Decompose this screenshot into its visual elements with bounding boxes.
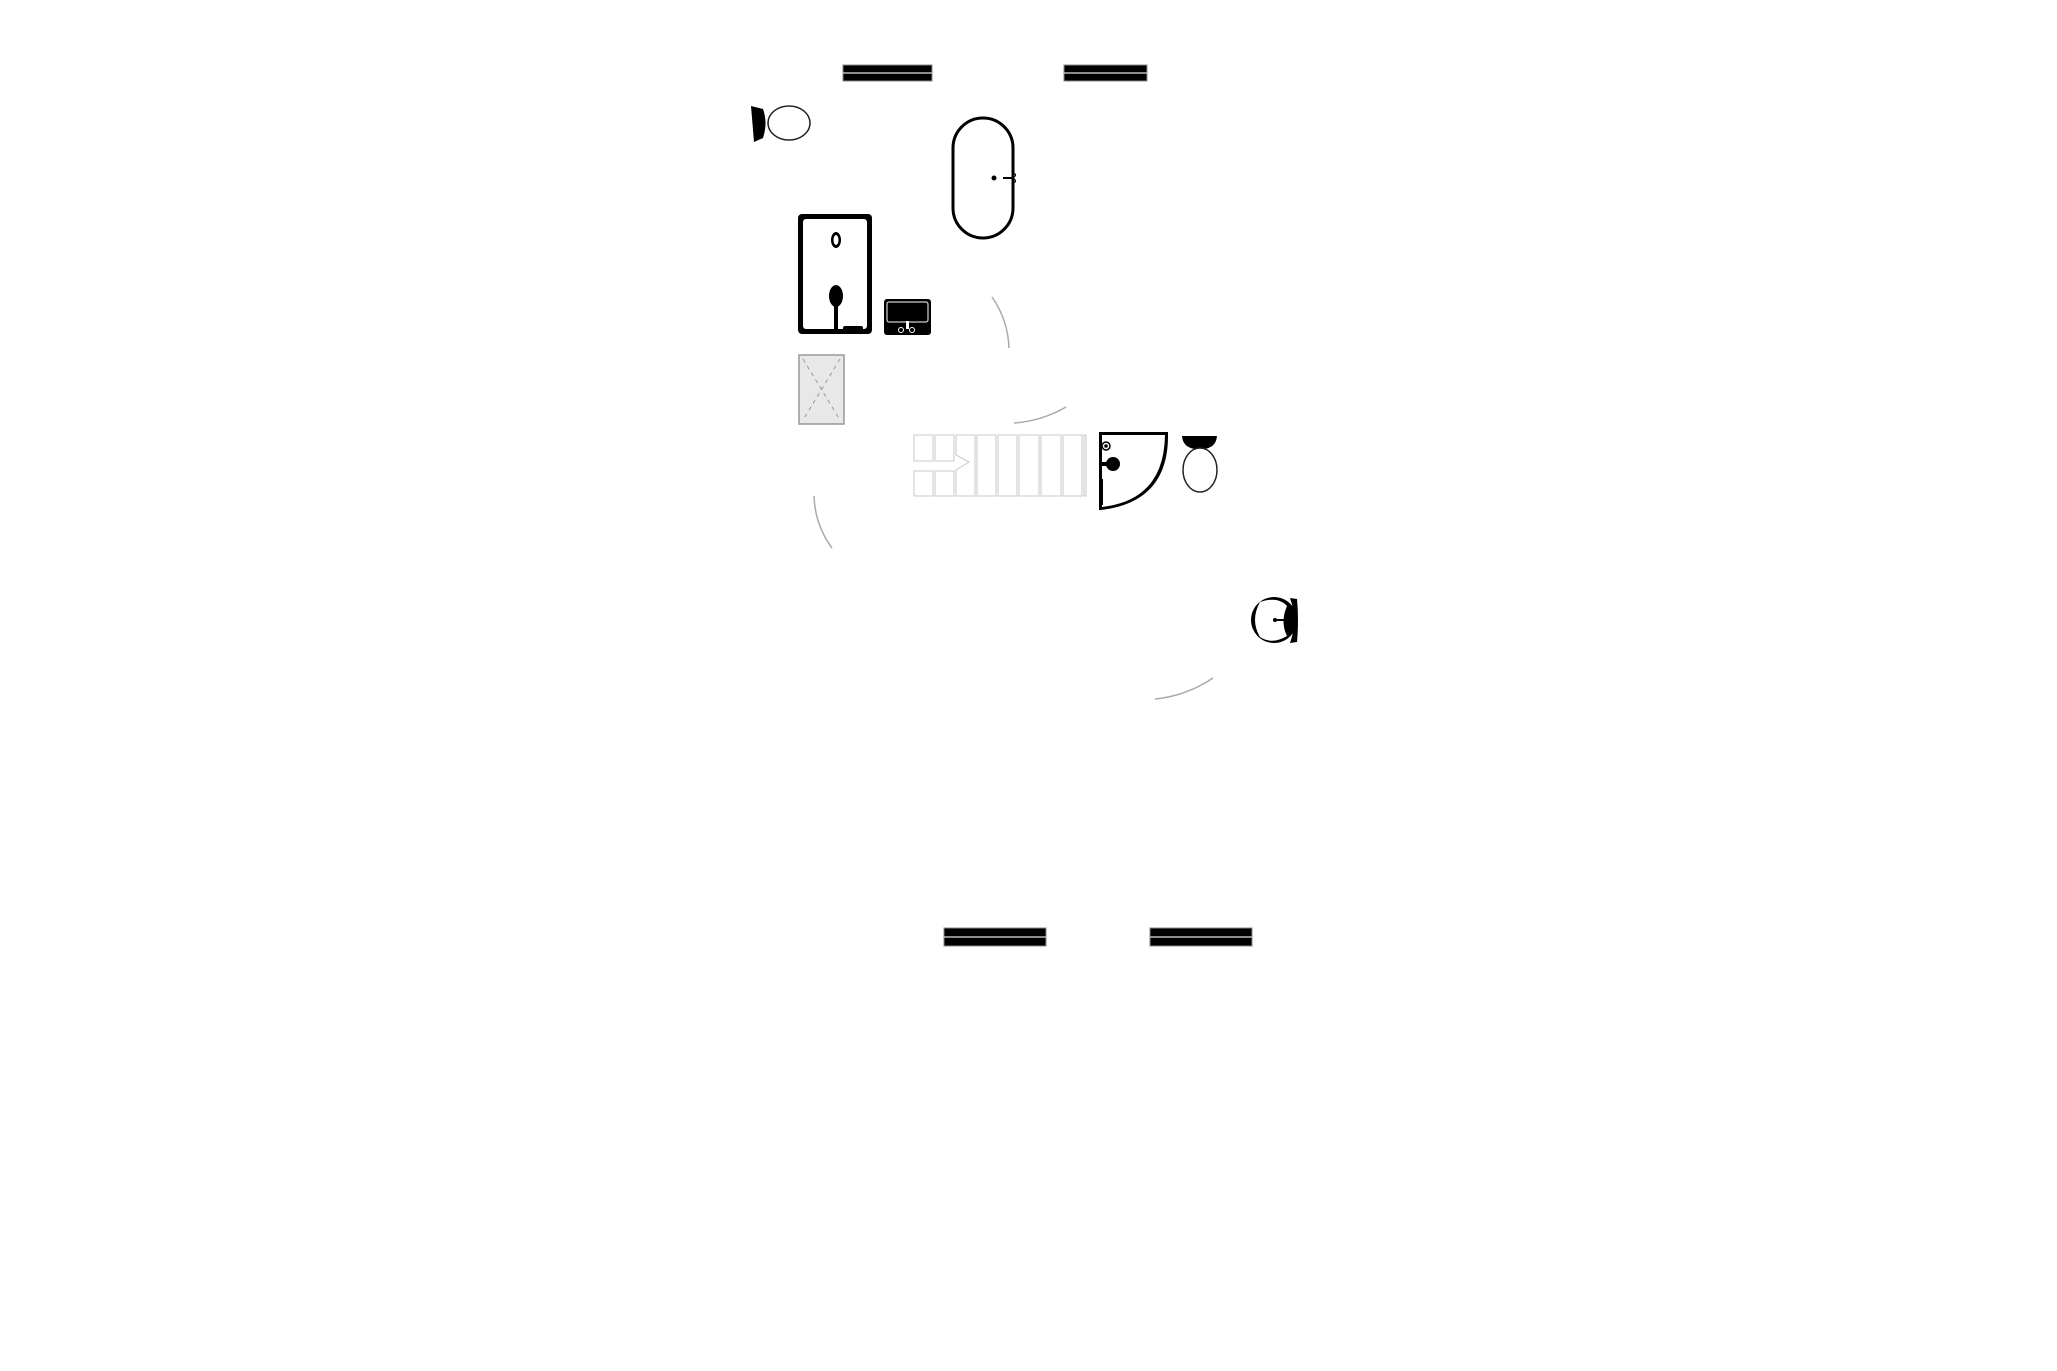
rug-icon — [798, 354, 845, 425]
window-bottom-right — [1149, 927, 1253, 947]
window-bottom-left — [943, 927, 1047, 947]
toilet-icon — [751, 105, 811, 142]
sink-icon — [884, 299, 931, 335]
door-swing-arc — [1013, 406, 1067, 424]
door-swing-arc — [1154, 677, 1214, 700]
round-sink-icon — [1251, 597, 1298, 643]
door-swing-arc — [813, 495, 833, 549]
toilet-icon — [1182, 436, 1218, 493]
corner-shower-icon — [1099, 432, 1168, 510]
window-top-left — [842, 64, 933, 82]
shower-tray-icon — [798, 214, 872, 334]
window-top-right — [1063, 64, 1148, 82]
staircase — [913, 434, 1087, 497]
bathtub-icon — [951, 116, 1016, 240]
door-swing-arc — [991, 296, 1010, 349]
